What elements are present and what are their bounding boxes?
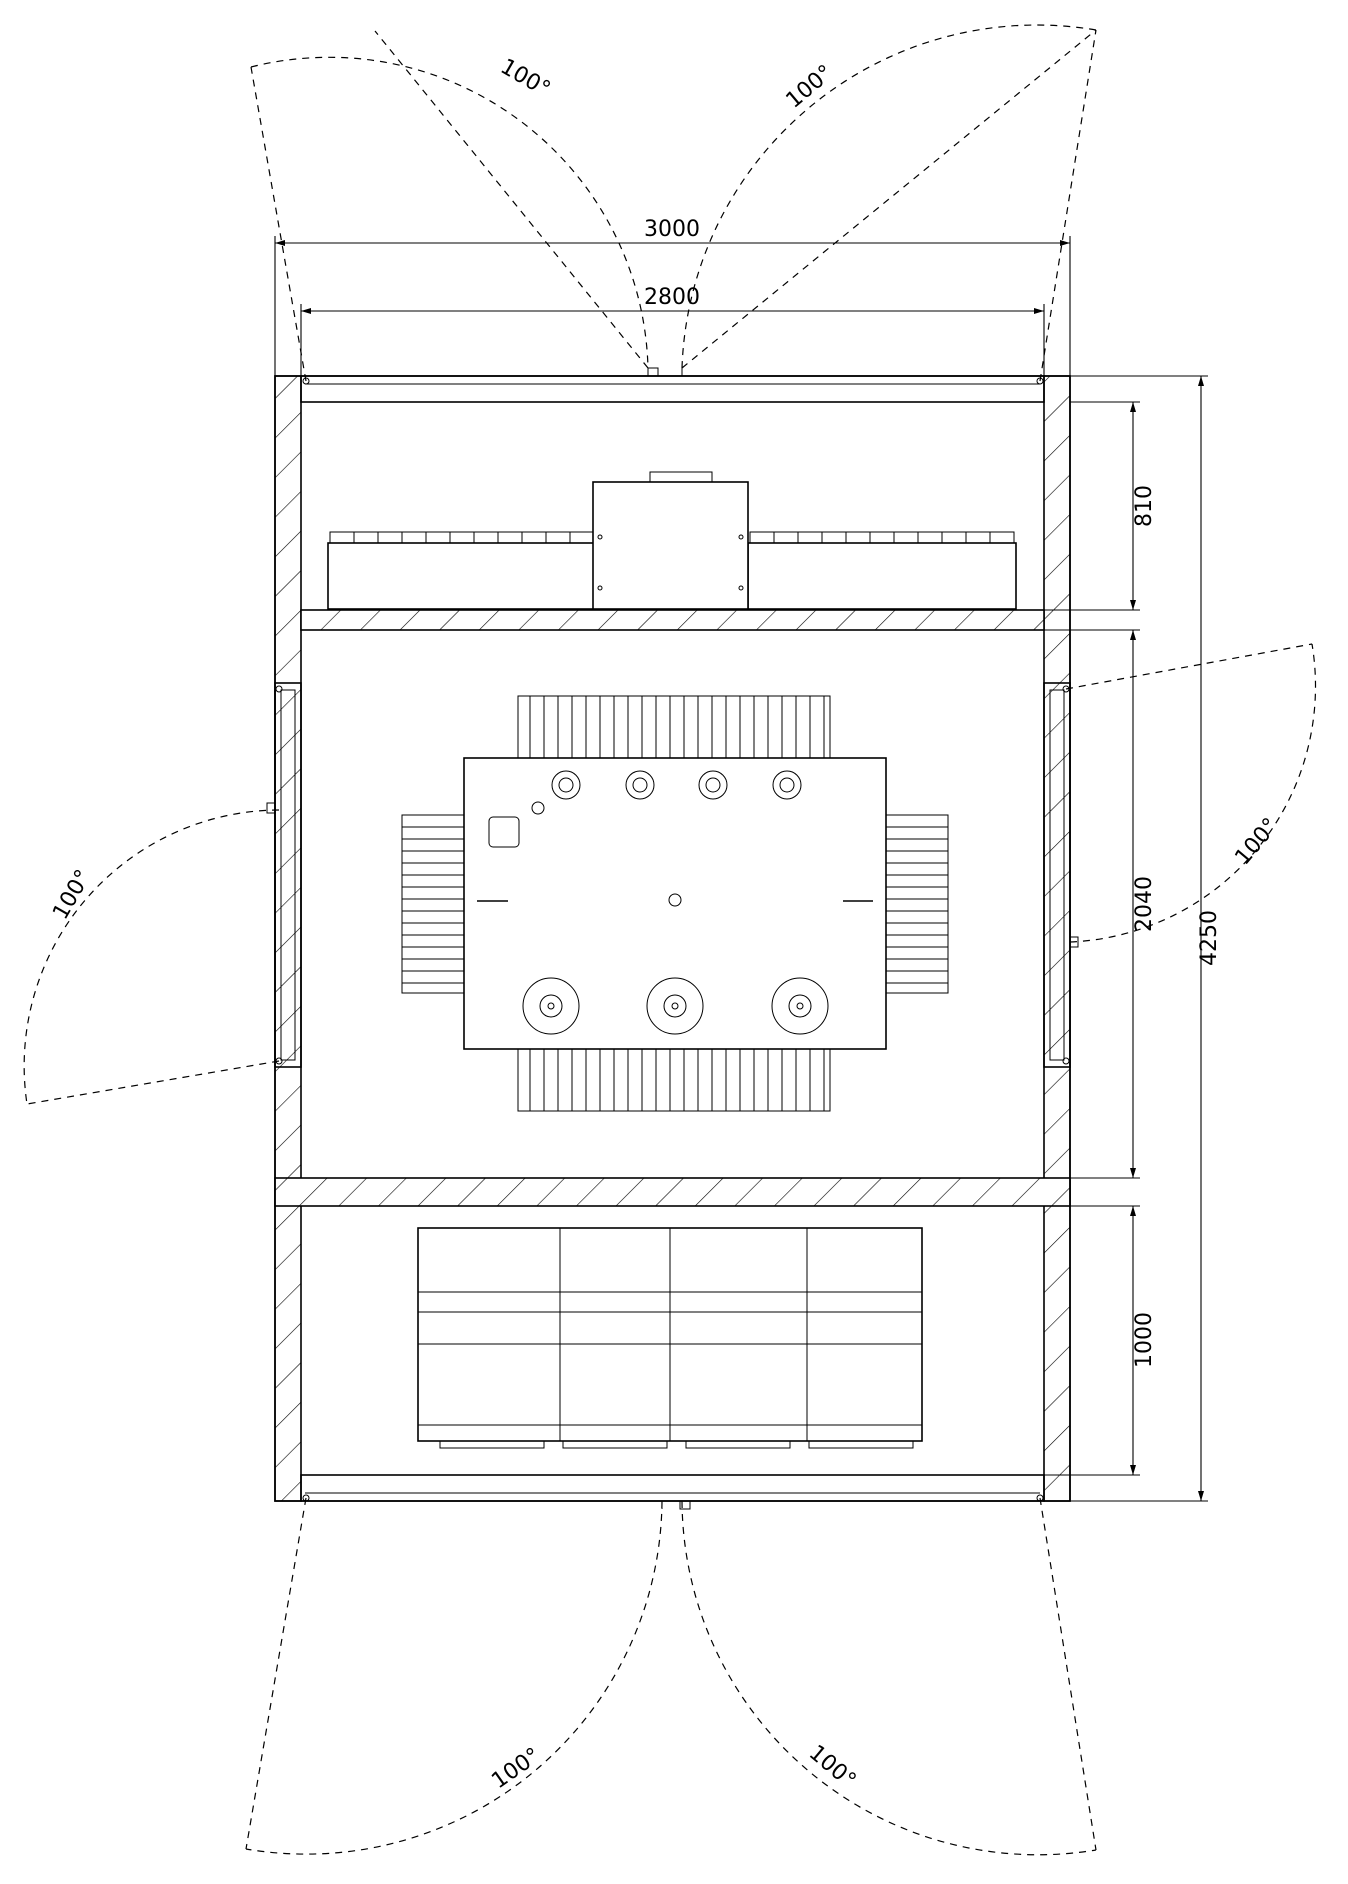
dim-inner-width: 2800 xyxy=(644,285,700,310)
partition-wall-upper xyxy=(300,609,1045,631)
angle-top-left: 100° xyxy=(496,54,554,102)
dim-top-compartment: 810 xyxy=(1132,485,1157,527)
top-door-leaves xyxy=(300,367,1045,403)
dim-total-length: 4250 xyxy=(1197,910,1222,966)
lv-bushings xyxy=(551,770,802,800)
radiator-right xyxy=(885,814,949,994)
swing-bottom-right xyxy=(681,1497,1097,1856)
dim-bottom-compartment: 1000 xyxy=(1132,1312,1157,1368)
terminal-blocks-left xyxy=(329,531,594,544)
radiator-left xyxy=(401,814,465,994)
left-wall xyxy=(274,375,302,1502)
radiator-top xyxy=(517,695,831,759)
left-side-door xyxy=(266,682,302,1068)
hv-bushings xyxy=(522,977,829,1035)
right-wall xyxy=(1043,375,1071,1502)
swing-bottom-left xyxy=(245,1497,663,1855)
mv-switchgear xyxy=(417,1227,923,1449)
angle-bottom-right: 100° xyxy=(804,1740,861,1793)
angle-right: 100° xyxy=(1230,813,1283,870)
swing-top-left xyxy=(250,30,649,382)
transformer xyxy=(401,695,949,1112)
swing-top-right xyxy=(681,24,1097,382)
dim-middle-compartment: 2040 xyxy=(1132,876,1157,932)
terminal-rail-right xyxy=(747,542,1017,610)
transformer-tank xyxy=(463,757,887,1050)
terminal-blocks-right xyxy=(749,531,1015,544)
angle-top-right: 100° xyxy=(781,60,838,113)
radiator-bottom xyxy=(517,1048,831,1112)
swing-right xyxy=(1065,643,1317,943)
dimension-lines xyxy=(274,236,1208,1502)
thermometer xyxy=(531,801,545,815)
terminal-rail-left xyxy=(327,542,596,610)
lv-cabinet xyxy=(592,481,749,610)
tap-changer xyxy=(488,816,520,848)
lv-cabinet-top xyxy=(649,471,713,483)
dim-total-width: 3000 xyxy=(644,217,700,242)
door-swing-arcs xyxy=(23,24,1317,1856)
top-compartment-equipment xyxy=(327,471,1017,610)
angle-bottom-left: 100° xyxy=(487,1743,545,1794)
bottom-door-leaves xyxy=(300,1474,1045,1510)
center-fitting xyxy=(668,893,682,907)
partition-wall-lower xyxy=(274,1177,1071,1207)
swing-left xyxy=(23,809,280,1105)
walls xyxy=(274,375,1071,1502)
